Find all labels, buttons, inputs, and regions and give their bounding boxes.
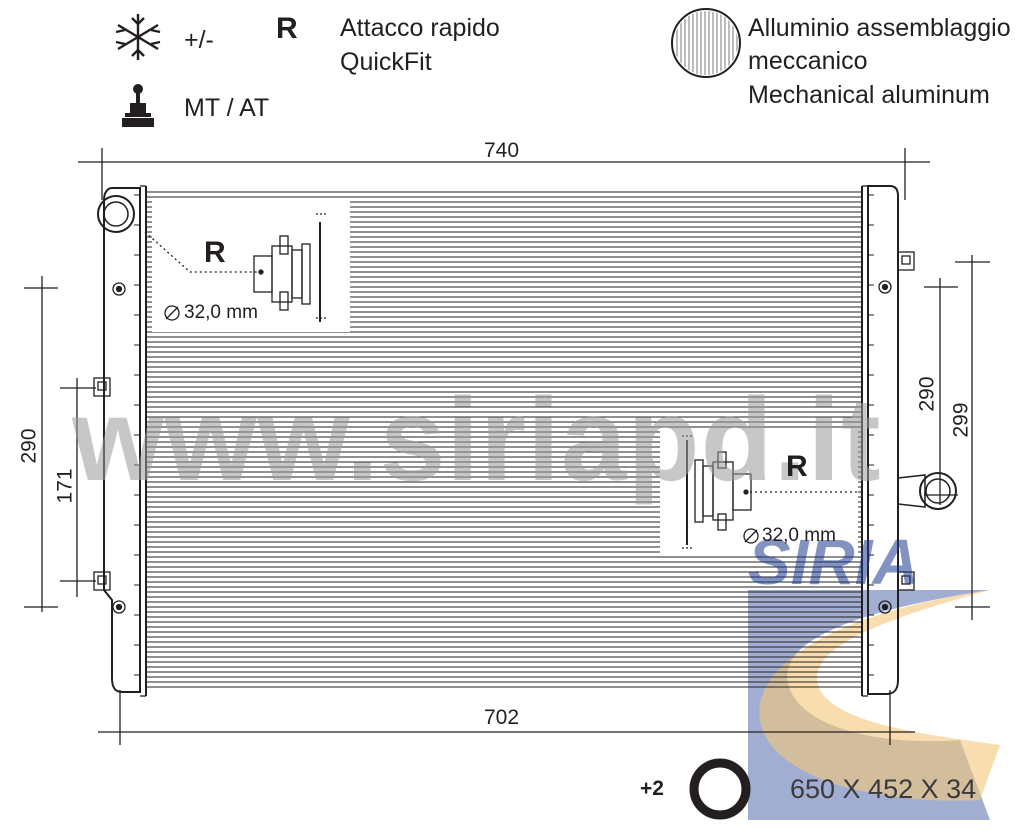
- callout-top-left-diameter: 32,0 mm: [184, 302, 258, 323]
- o-ring-icon: [689, 758, 751, 820]
- gear-shift-icon: [122, 84, 154, 127]
- radiator-core-fins: [146, 191, 862, 688]
- callout-top-left-symbol: R: [204, 236, 226, 269]
- aluminum-label-line3: Mechanical aluminum: [748, 81, 990, 109]
- website-watermark: www.siriapd.it: [72, 374, 882, 506]
- quickfit-label-line1: Attacco rapido: [340, 14, 500, 42]
- dimension-right-outer-height: 299: [949, 402, 973, 438]
- dimension-top-width: 740: [484, 139, 520, 162]
- aluminum-label-line2: meccanico: [748, 47, 868, 75]
- dimension-bottom-width: 702: [484, 706, 520, 729]
- callout-box-top-left: [152, 200, 350, 332]
- callout-right-symbol: R: [786, 450, 808, 483]
- transmission-label: MT / AT: [184, 94, 270, 122]
- snowflake-icon: [115, 14, 161, 60]
- quickfit-symbol: R: [276, 12, 298, 45]
- ac-label: +/-: [184, 26, 214, 54]
- core-size: 650 X 452 X 34: [790, 774, 977, 804]
- aluminum-label-line1: Alluminio assemblaggio: [748, 14, 1011, 42]
- callout-box-right: [660, 428, 858, 554]
- quickfit-label-line2: QuickFit: [340, 48, 432, 76]
- aluminum-core-icon: [671, 8, 741, 78]
- dimension-right-inner-height: 290: [915, 376, 939, 412]
- dimension-left-outer-height: 290: [17, 428, 41, 464]
- dimension-left-inner-height: 171: [53, 468, 77, 504]
- callout-right-diameter: 32,0 mm: [762, 525, 836, 546]
- brand-logo-text: SIRIA: [748, 526, 919, 598]
- oring-quantity: +2: [640, 777, 664, 800]
